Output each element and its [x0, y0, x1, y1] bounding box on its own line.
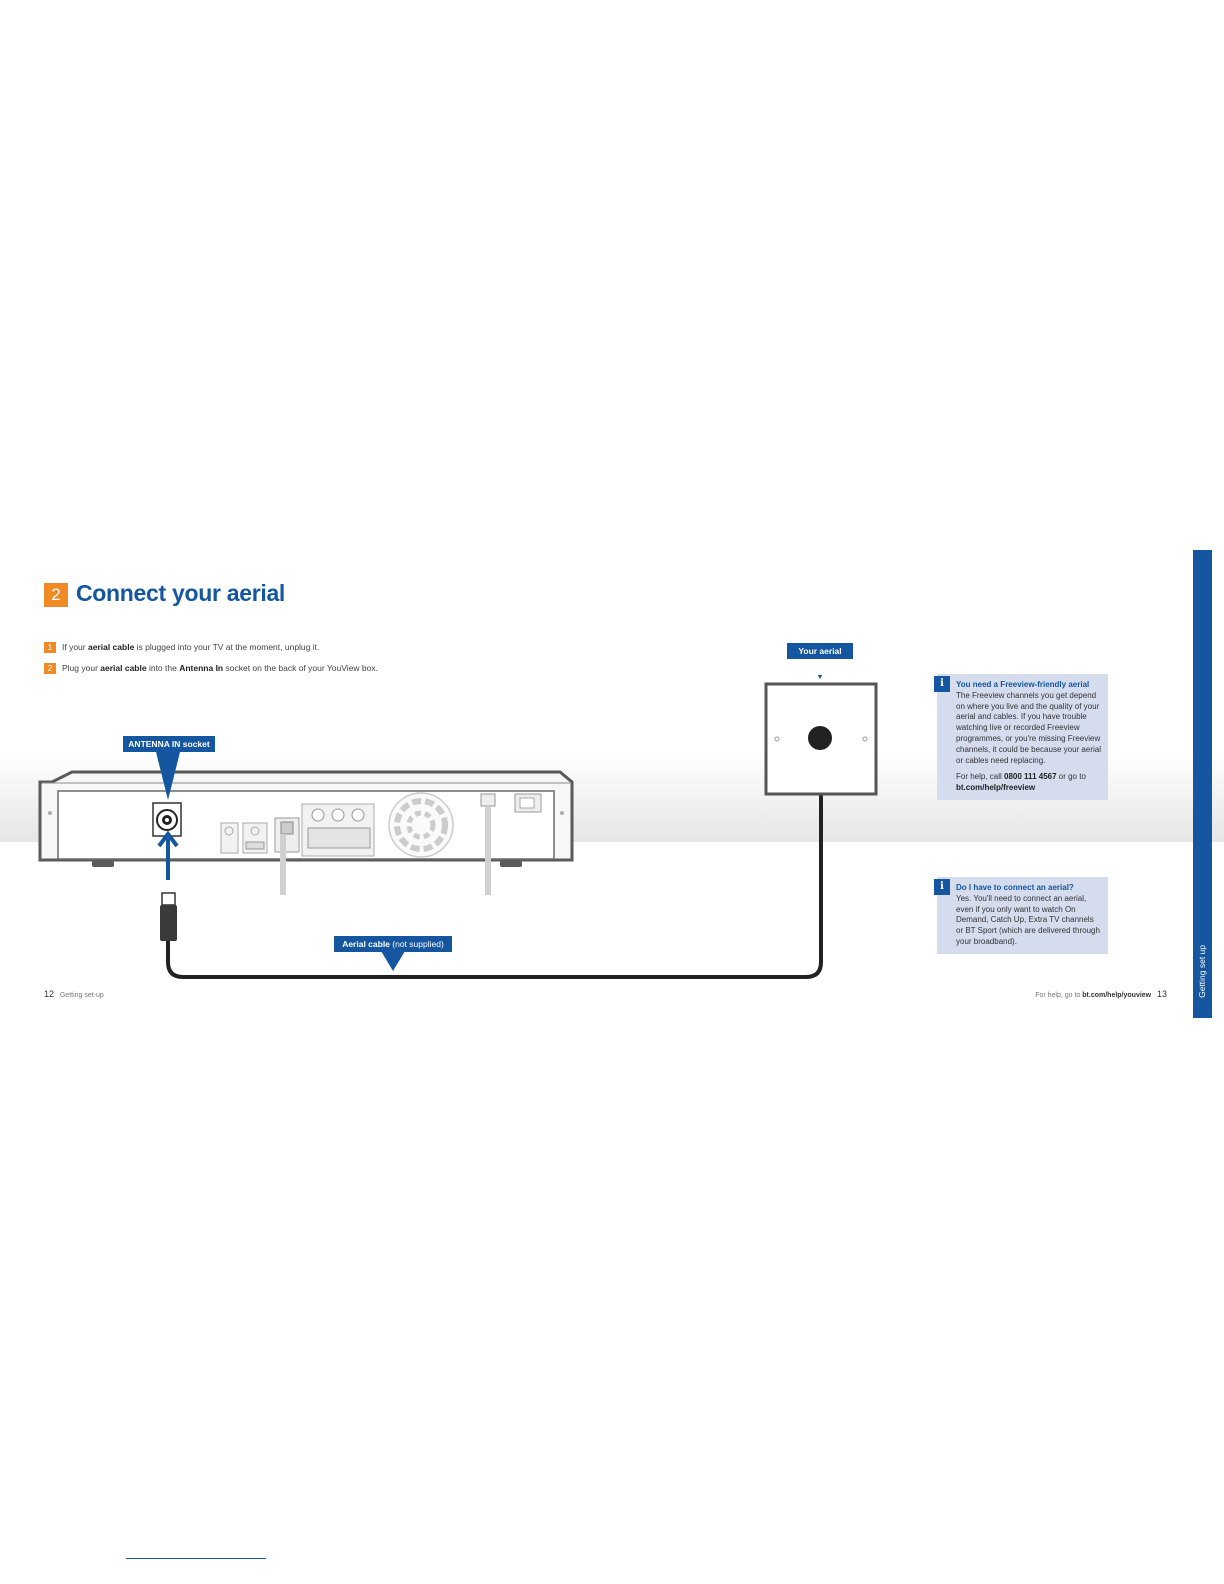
antenna-in-callout: ANTENNA IN socket — [123, 736, 215, 752]
footer-help-link[interactable]: bt.com/help/youview — [1082, 992, 1152, 999]
page-number-right: 13 — [1156, 989, 1167, 999]
help-link[interactable]: bt.com/help/freeview — [956, 783, 1036, 793]
side-tab-label: Getting set up — [1197, 945, 1207, 998]
bottom-rule — [126, 1558, 266, 1559]
instruction-bold: aerial cable — [87, 642, 135, 652]
aerial-cable — [166, 738, 823, 979]
info-box-freeview: i You need a Freeview-friendly aerial Th… — [934, 674, 1108, 800]
instruction-text: If your — [62, 642, 88, 652]
instruction-2: 2 Plug your aerial cable into the Antenna… — [44, 663, 378, 675]
page-title: Connect your aerial — [76, 580, 286, 606]
section-side-tab: Getting set up — [1193, 550, 1212, 1018]
not-supplied-label: (not supplied) — [389, 939, 444, 949]
instruction-text: is plugged into your TV at the moment, u… — [134, 642, 320, 652]
page-number-left: 12 — [44, 989, 55, 999]
help-prefix: For help, call — [956, 772, 1005, 782]
help-mid: or go to — [1056, 772, 1086, 782]
info-body: Yes. You'll need to connect an aerial, e… — [956, 893, 1100, 946]
instruction-bold: Antenna In — [179, 663, 224, 673]
instruction-1: 1 If your aerial cable is plugged into yo… — [44, 642, 320, 654]
instruction-number: 1 — [44, 642, 56, 654]
footer-left: 12 Getting set-up — [44, 989, 104, 999]
aerial-plug — [160, 892, 177, 941]
aerial-cable-callout: Aerial cable (not supplied) — [334, 936, 452, 952]
youview-box — [38, 770, 574, 895]
info-icon: i — [934, 676, 950, 692]
info-title: You need a Freeview-friendly aerial — [956, 680, 1090, 689]
aerial-wall-socket — [764, 682, 878, 796]
plug-direction-arrow — [157, 830, 179, 880]
your-aerial-callout: Your aerial — [787, 643, 853, 659]
footer-help-prefix: For help, go to — [1035, 992, 1083, 999]
aerial-cable-label: Aerial cable — [342, 939, 390, 949]
info-title: Do I have to connect an aerial? — [956, 883, 1074, 892]
info-box-aerial-required: i Do I have to connect an aerial? Yes. Y… — [934, 877, 1108, 954]
instruction-number: 2 — [44, 663, 56, 675]
step-number-badge: 2 — [44, 583, 68, 607]
instruction-text: into the — [146, 663, 180, 673]
info-body: The Freeview channels you get depend on … — [956, 690, 1101, 765]
instruction-bold: aerial cable — [100, 663, 147, 673]
info-icon: i — [934, 879, 950, 895]
instruction-text: Plug your — [62, 663, 101, 673]
footer-right: For help, go to bt.com/help/youview 13 — [1035, 989, 1167, 999]
help-phone: 0800 111 4567 — [1004, 772, 1057, 782]
footer-section-label: Getting set-up — [59, 992, 104, 999]
instruction-text: socket on the back of your YouView box. — [223, 663, 378, 673]
info-help: For help, call 0800 111 4567 or go to bt… — [956, 772, 1102, 794]
